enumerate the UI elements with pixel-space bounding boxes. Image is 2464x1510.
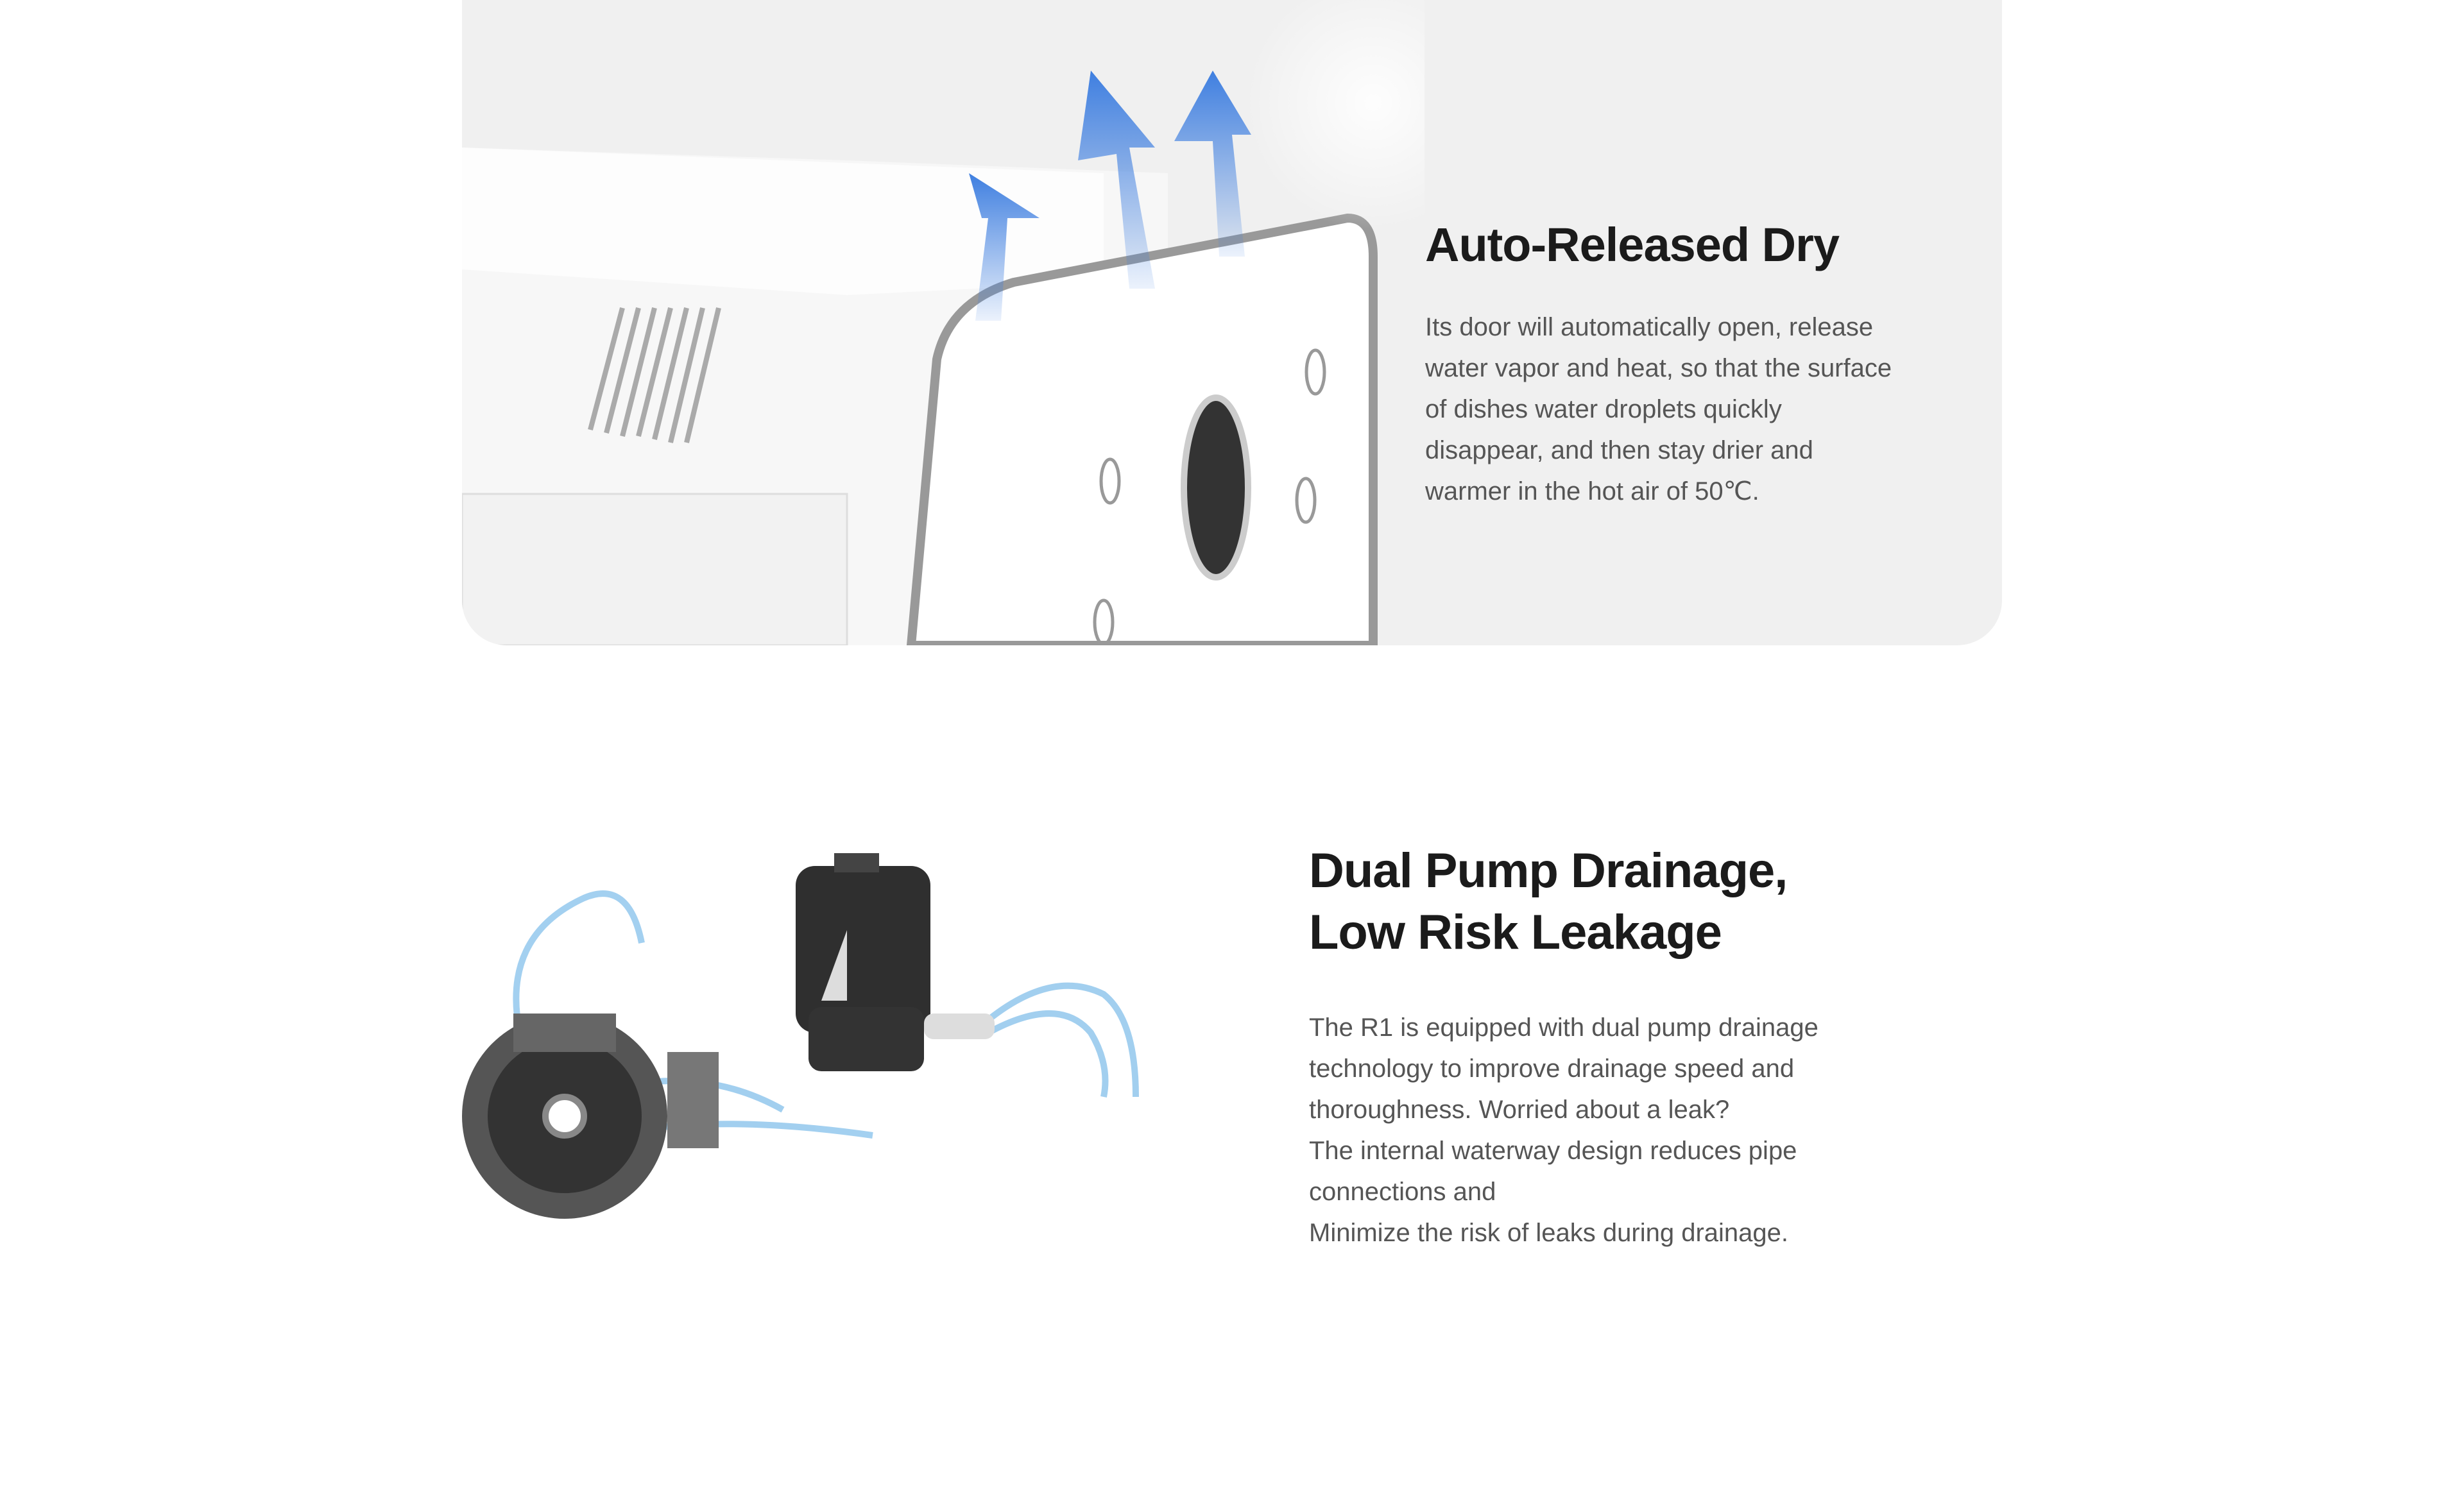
section-description: Its door will automatically open, releas…	[1425, 307, 1938, 512]
description-line: of dishes water droplets quickly	[1425, 395, 1782, 423]
section-title: Dual Pump Drainage, Low Risk Leakage	[1309, 840, 1788, 963]
vent-grille	[588, 307, 721, 443]
description-line: The internal waterway design reduces pip…	[1309, 1137, 1797, 1165]
title-line: Low Risk Leakage	[1309, 905, 1722, 960]
description-line: Minimize the risk of leaks during draina…	[1309, 1219, 1789, 1247]
description-line: technology to improve drainage speed and	[1309, 1055, 1795, 1083]
description-line: water vapor and heat, so that the surfac…	[1425, 354, 1892, 382]
description-line: connections and	[1309, 1178, 1496, 1206]
dishwasher-image	[462, 0, 1425, 645]
section-title: Auto-Released Dry	[1425, 218, 1840, 271]
display-screen	[1181, 394, 1251, 581]
description-line: thoroughness. Worried about a leak?	[1309, 1096, 1730, 1124]
description-line: The R1 is equipped with dual pump draina…	[1309, 1014, 1818, 1042]
description-line: warmer in the hot air of 50℃.	[1425, 477, 1759, 505]
airflow-arrows-icon	[969, 71, 1251, 321]
section-description: The R1 is equipped with dual pump draina…	[1309, 1007, 1887, 1253]
title-line: Dual Pump Drainage,	[1309, 844, 1788, 898]
auto-dry-card	[462, 0, 2002, 645]
description-line: disappear, and then stay drier and	[1425, 436, 1813, 464]
description-line: Its door will automatically open, releas…	[1425, 313, 1874, 341]
drain-pumps-image	[462, 853, 1139, 1219]
